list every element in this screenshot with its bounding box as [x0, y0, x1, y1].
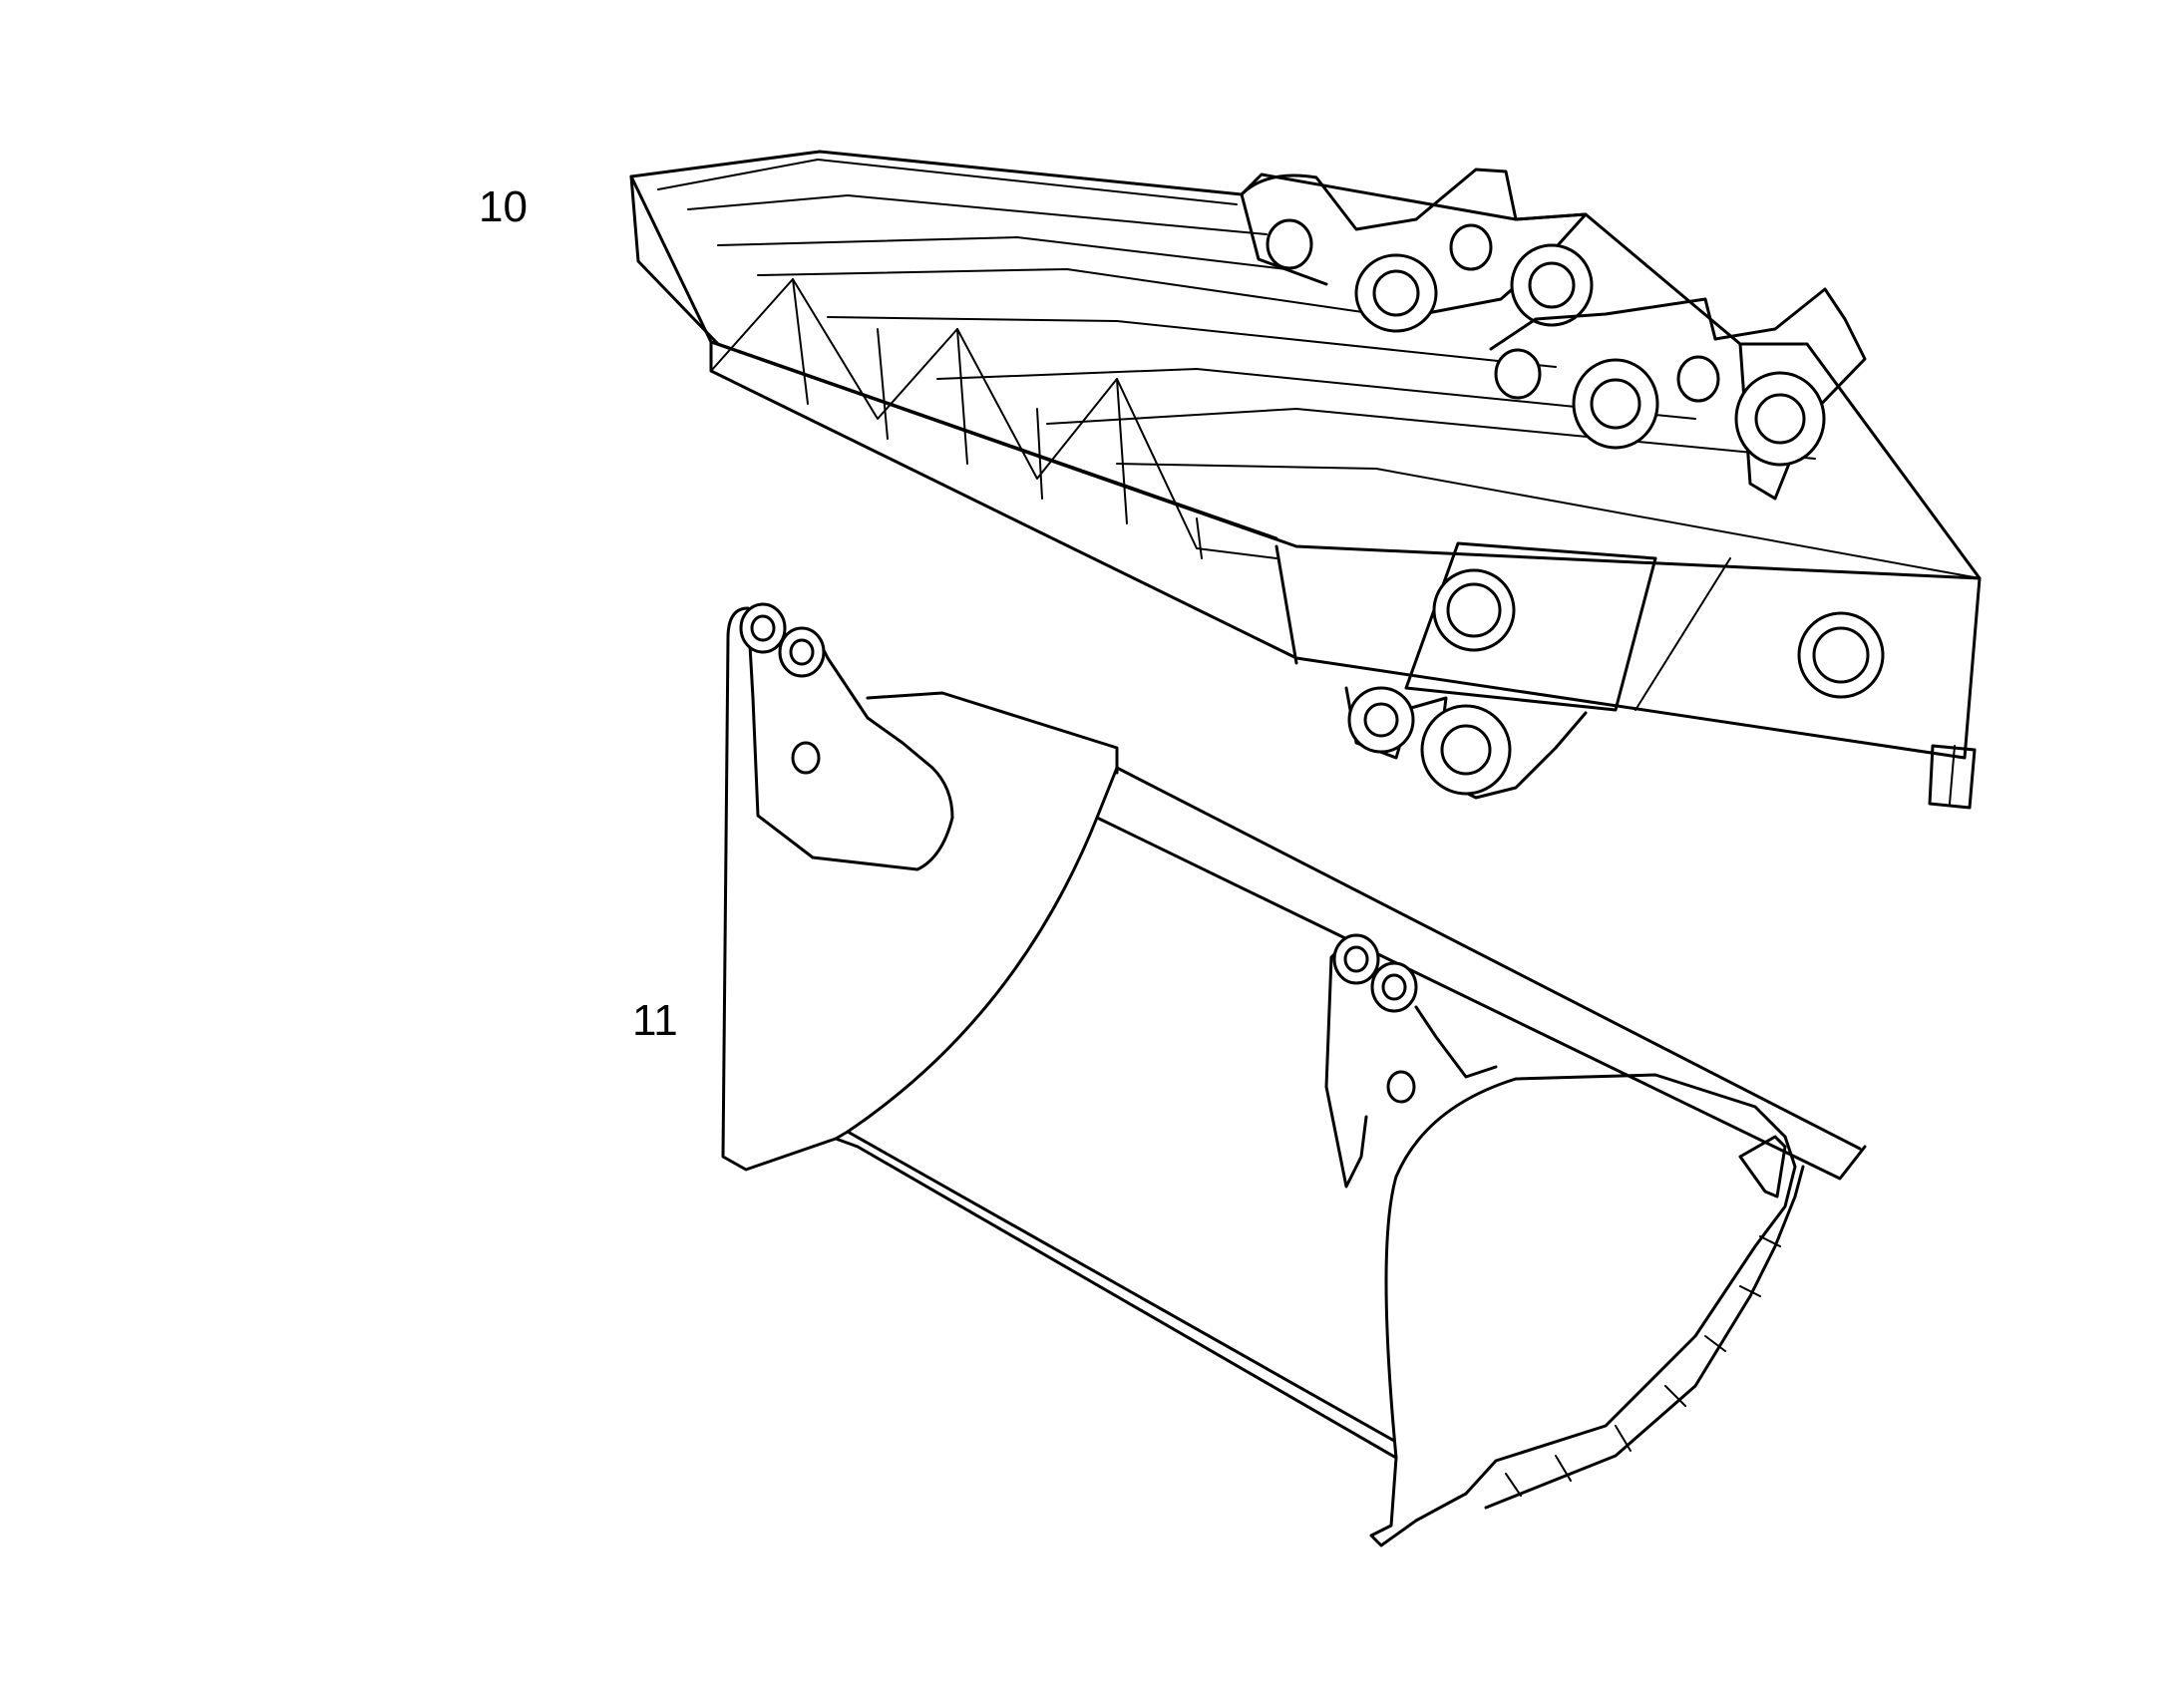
callout-label-11: 11 — [632, 996, 678, 1045]
tilt-link-lug — [1347, 686, 1512, 796]
pivot-boss — [1797, 611, 1885, 699]
pivot-boss — [1432, 568, 1516, 652]
arm-lug-eye — [1266, 218, 1594, 333]
bucket-pin-eye — [1332, 933, 1418, 1104]
lift-arm-frame — [629, 150, 1982, 810]
bucket — [721, 602, 1867, 1547]
bucket-pin-eye — [739, 602, 826, 775]
callout-label-10: 10 — [479, 182, 528, 231]
arm-lug-eye — [1494, 348, 1826, 467]
